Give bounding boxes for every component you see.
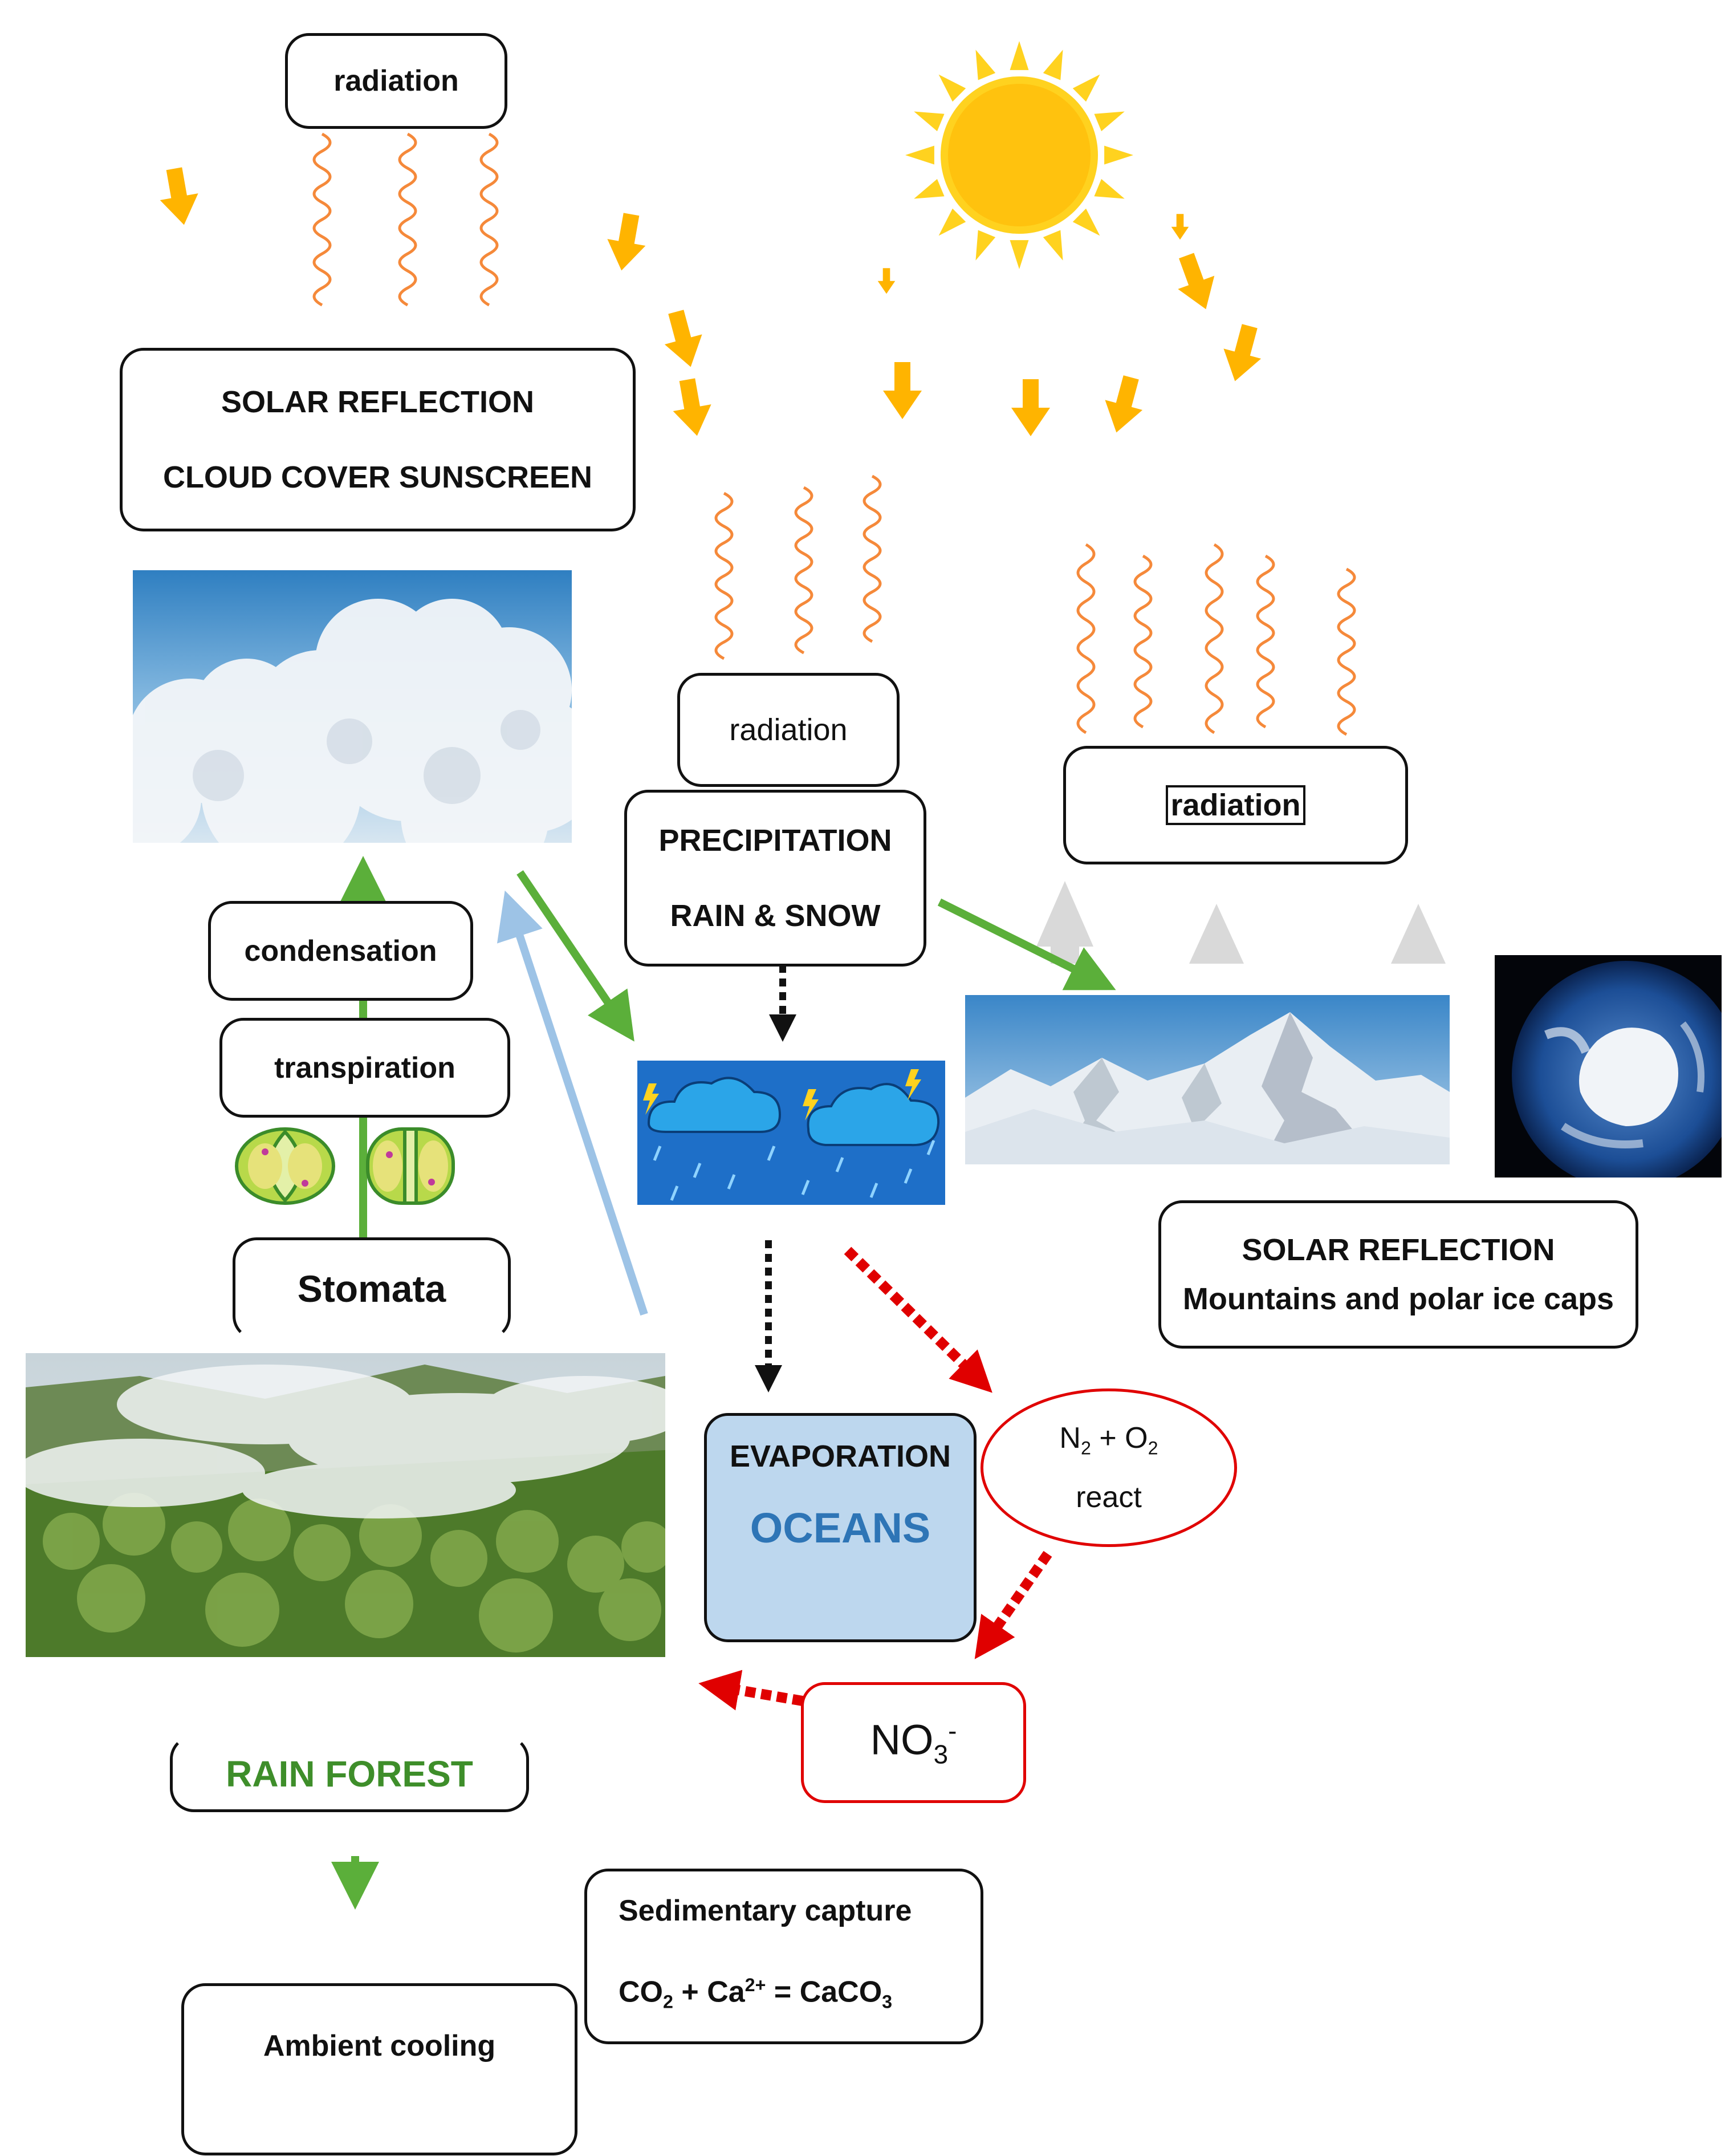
rain-forest-photo (26, 1353, 665, 1657)
sun-ray (1094, 178, 1125, 199)
rain-forest-label: RAIN FOREST (226, 1753, 473, 1794)
sedimentary-capture-box: Sedimentary capture CO2 + Ca2+ = CaCO3 (584, 1869, 983, 2044)
sun-ray (1043, 50, 1063, 80)
sun-ray-arrow (160, 167, 198, 225)
sun-ray (905, 145, 934, 165)
sun-ray-arrow (607, 213, 646, 271)
clouds-photo (133, 570, 572, 843)
react-label: react (1076, 1480, 1142, 1514)
sun-ray-arrow (1178, 253, 1215, 310)
sun-ray (975, 50, 996, 80)
radiation-box-top: radiation (285, 33, 507, 129)
transpiration-box: transpiration (219, 1018, 510, 1118)
radiation-top-label: radiation (333, 64, 459, 98)
polar-earth-photo (1495, 955, 1722, 1178)
reflection-arrows (1036, 881, 1446, 964)
sun-ray (1010, 240, 1029, 269)
snowy-mountains-photo (965, 995, 1450, 1164)
oceans-box: EVAPORATION OCEANS (704, 1413, 977, 1642)
sedimentary-capture-label: Sedimentary capture (619, 1894, 912, 1928)
no3-box: NO3- (801, 1682, 1026, 1803)
solar-reflection-clouds-box: SOLAR REFLECTION CLOUD COVER SUNSCREEN (120, 348, 636, 531)
precipitation-title: PRECIPITATION (658, 823, 892, 858)
radiation-wave (1256, 554, 1275, 729)
radiation-wave (714, 492, 734, 660)
sun-ray (938, 208, 966, 236)
red-dotted-arrows (698, 1246, 1052, 1711)
n2-o2-react-ellipse: N2 + O2 react (981, 1388, 1237, 1547)
sun-ray-arrow (1223, 324, 1262, 381)
evaporation-label: EVAPORATION (729, 1439, 951, 1473)
stomata-cells-icon (231, 1120, 465, 1212)
condensation-label: condensation (244, 934, 437, 968)
solar-reflection-mountains-title: SOLAR REFLECTION (1242, 1233, 1555, 1267)
sun-ray (1072, 208, 1100, 236)
ambient-cooling-label: Ambient cooling (263, 2029, 496, 2062)
radiation-wave (863, 474, 882, 643)
ambient-cooling-box: Ambient cooling (181, 1983, 577, 2155)
radiation-wave (1133, 554, 1153, 729)
stomata-box: Stomata (233, 1237, 511, 1340)
oceans-label: OCEANS (750, 1504, 931, 1552)
mountains-polar-ice-caps-label: Mountains and polar ice caps (1182, 1282, 1614, 1316)
solar-reflection-clouds-title: SOLAR REFLECTION (221, 385, 534, 419)
sun-ray (914, 111, 945, 132)
sun-ray (938, 74, 966, 102)
sun-ray (1043, 230, 1063, 261)
solar-reflection-mountains-box: SOLAR REFLECTION Mountains and polar ice… (1158, 1200, 1638, 1349)
sun-ray (1104, 145, 1133, 165)
sun-ray-arrow (673, 378, 711, 436)
transpiration-label: transpiration (274, 1051, 455, 1085)
no3-formula: NO3- (870, 1716, 957, 1769)
n2-o2-formula: N2 + O2 (1059, 1422, 1158, 1459)
sun-ray-arrow (664, 310, 702, 367)
sun-ray (1094, 111, 1125, 132)
radiation-box-right: radiation (1063, 746, 1408, 864)
radiation-wave (1337, 567, 1356, 736)
sun-ray-arrow (1171, 214, 1189, 240)
sun-ray (914, 178, 945, 199)
storm-clouds-icon (637, 1061, 945, 1205)
rain-snow-label: RAIN & SNOW (670, 899, 881, 933)
sun-ray-arrow (883, 362, 922, 419)
sun-ray (975, 230, 996, 261)
sun-ray-arrow (1011, 379, 1050, 436)
stomata-label: Stomata (297, 1268, 446, 1310)
radiation-right-label: radiation (1166, 785, 1305, 825)
sun-ray (1010, 41, 1029, 70)
precipitation-box: PRECIPITATION RAIN & SNOW (624, 790, 926, 967)
radiation-box-mid: radiation (677, 673, 900, 787)
radiation-waves (312, 132, 1356, 736)
rain-forest-box: RAIN FOREST (170, 1735, 529, 1812)
radiation-mid-label: radiation (729, 713, 848, 747)
sun-ray-arrow (1105, 375, 1143, 433)
radiation-wave (794, 486, 813, 655)
sun-ray-arrows (160, 167, 1262, 436)
radiation-wave (312, 132, 332, 307)
sun-ray (1072, 74, 1100, 102)
condensation-box: condensation (208, 901, 473, 1001)
sun-ray-arrow (877, 268, 896, 294)
radiation-wave (398, 132, 417, 307)
caco3-formula: CO2 + Ca2+ = CaCO3 (619, 1975, 893, 2012)
evaporation-to-clouds-arrow (497, 890, 648, 1316)
radiation-wave (1076, 543, 1096, 734)
radiation-wave (479, 132, 499, 307)
radiation-wave (1205, 543, 1224, 734)
sun-icon (905, 41, 1133, 269)
cloud-cover-sunscreen-label: CLOUD COVER SUNSCREEN (162, 460, 593, 494)
